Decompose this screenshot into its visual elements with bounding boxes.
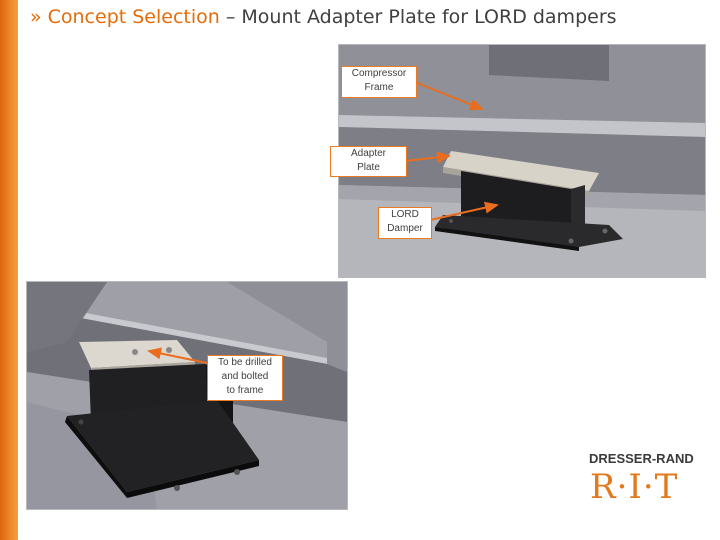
callout-line: Adapter [350,148,387,159]
logo-company-text: DRESSER-RAND [589,451,694,466]
callout-drill-bolt: To be drilled and bolted to frame [207,355,283,401]
title-rest-text: – Mount Adapter Plate for LORD dampers [219,6,617,28]
callout-line: Damper [387,223,423,234]
callout-line: and bolted [221,371,269,382]
title-bullet-icon: » [30,6,42,28]
callout-line: to frame [226,385,264,396]
bottom-render-drawing [27,282,347,509]
slide-title: »Concept Selection – Mount Adapter Plate… [30,6,617,32]
left-accent-bar [0,0,18,540]
callout-compressor-frame: Compressor Frame [341,66,417,98]
callout-line: Frame [364,82,394,93]
callout-line: Compressor [351,68,407,79]
bottom-cad-render-image [26,281,348,510]
callout-line: LORD [391,209,419,220]
callout-line: Plate [357,162,380,173]
callout-line: To be drilled [218,357,272,368]
dresser-rand-rit-logo: DRESSER-RAND R·I·T [585,447,700,512]
callout-adapter-plate: Adapter Plate [330,146,407,177]
title-accent-text: Concept Selection [47,6,220,28]
logo-school-text: R·I·T [590,467,679,507]
callout-lord-damper: LORD Damper [378,207,432,239]
